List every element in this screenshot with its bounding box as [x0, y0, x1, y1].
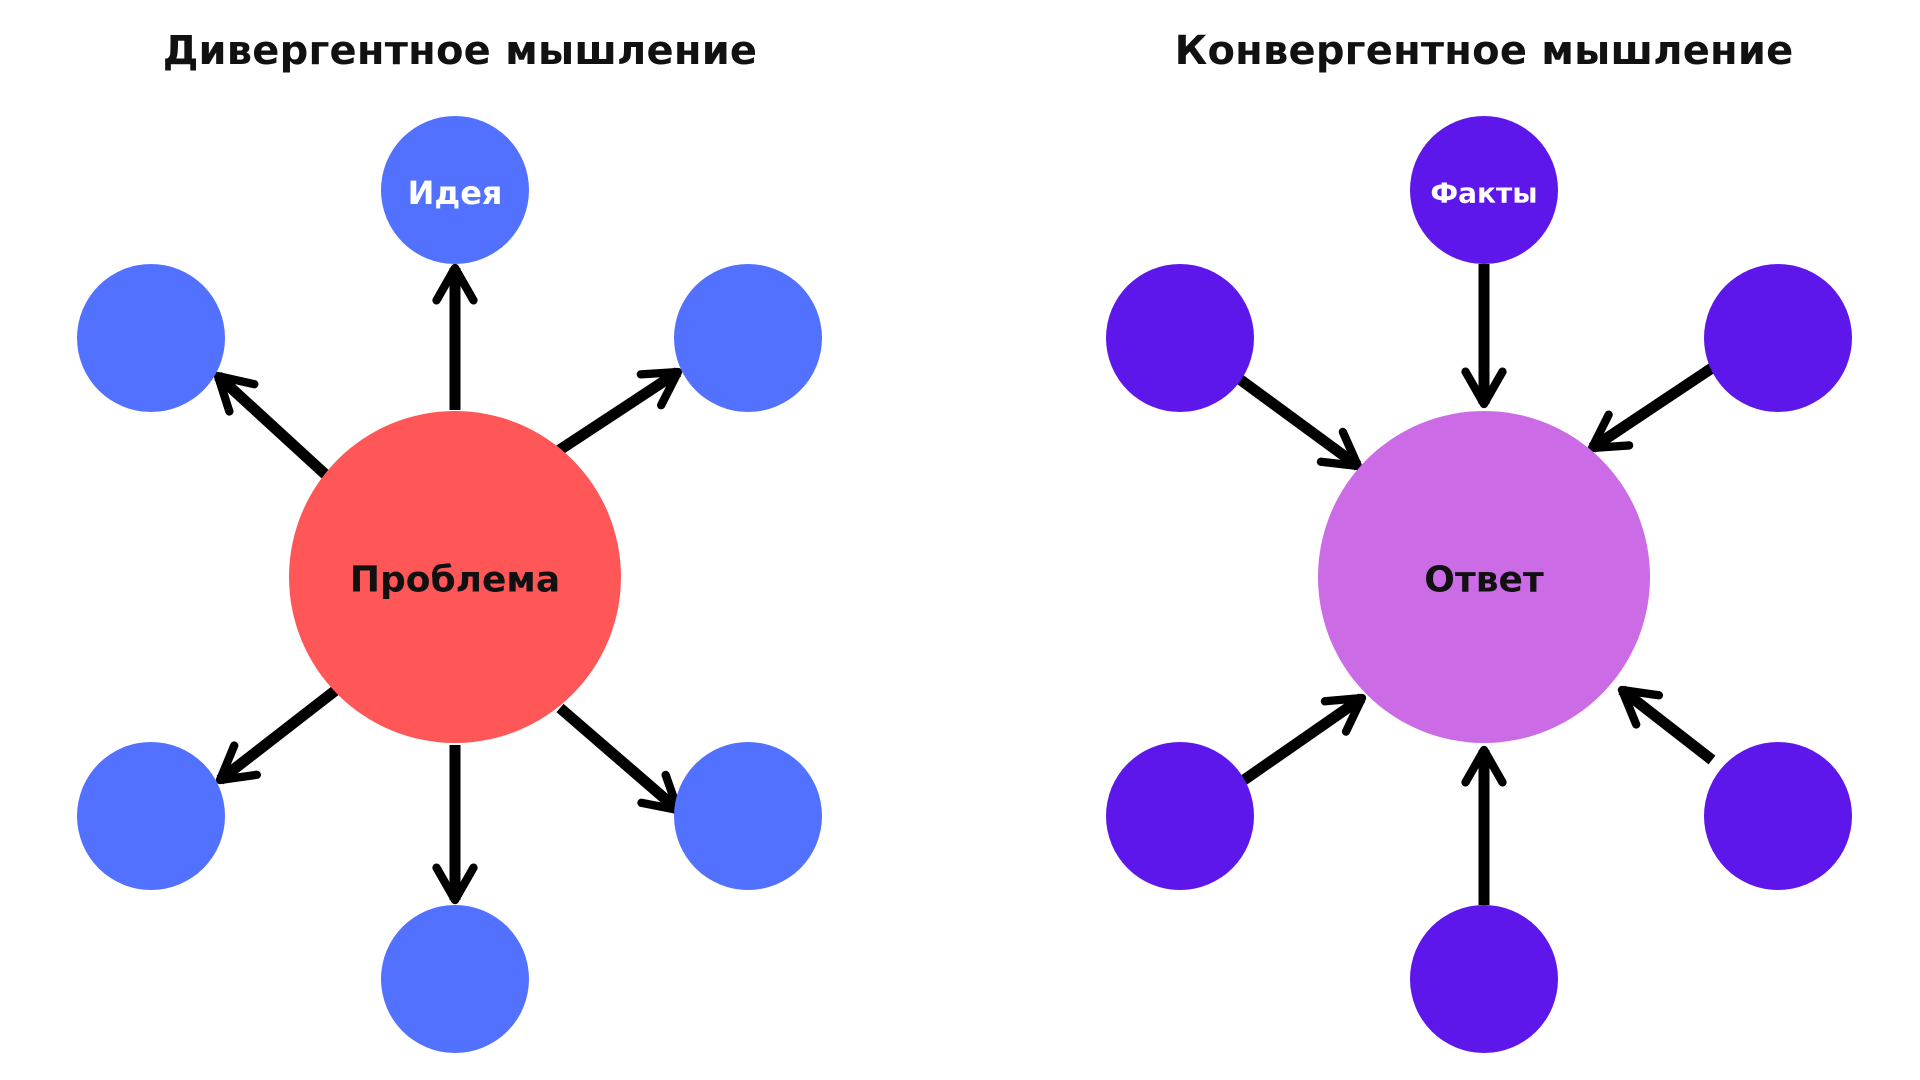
convergent-node-upper-right — [1704, 264, 1852, 412]
convergent-node-upper-left — [1106, 264, 1254, 412]
problem-node — [289, 411, 621, 743]
divergent-node-lower-left — [77, 742, 225, 890]
divergent-node-lower-right — [674, 742, 822, 890]
arrow-upper-right — [554, 367, 683, 456]
idea-node — [381, 116, 529, 264]
answer-node — [1318, 411, 1650, 743]
convergent-node-bottom — [1410, 905, 1558, 1053]
divergent-node-bottom — [381, 905, 529, 1053]
convergent-node-lower-left — [1106, 742, 1254, 890]
idea-label: Идея — [408, 174, 503, 212]
problem-label: Проблема — [350, 560, 560, 601]
arrow-upper-left — [213, 371, 330, 480]
facts-label: Факты — [1430, 177, 1537, 210]
convergent-node-lower-right — [1704, 742, 1852, 890]
arrow-from-lower-right — [1617, 685, 1716, 765]
divergent-node-upper-left — [77, 264, 225, 412]
arrow-from-upper-left — [1234, 373, 1363, 471]
convergent-arrows — [1234, 264, 1716, 905]
divergent-arrows — [213, 263, 683, 905]
convergent-title: Конвергентное мышление — [1174, 28, 1794, 74]
facts-node — [1410, 116, 1558, 264]
divergent-diagram: Проблема Идея — [77, 116, 822, 1053]
arrow-from-upper-right — [1587, 363, 1716, 453]
convergent-diagram: Ответ Факты — [1106, 116, 1852, 1053]
answer-label: Ответ — [1424, 560, 1544, 601]
divergent-title: Дивергентное мышление — [162, 28, 758, 74]
arrow-from-lower-left — [1240, 693, 1367, 785]
divergent-node-upper-right — [674, 264, 822, 412]
arrow-lower-right — [556, 703, 683, 815]
arrow-lower-left — [215, 685, 340, 785]
